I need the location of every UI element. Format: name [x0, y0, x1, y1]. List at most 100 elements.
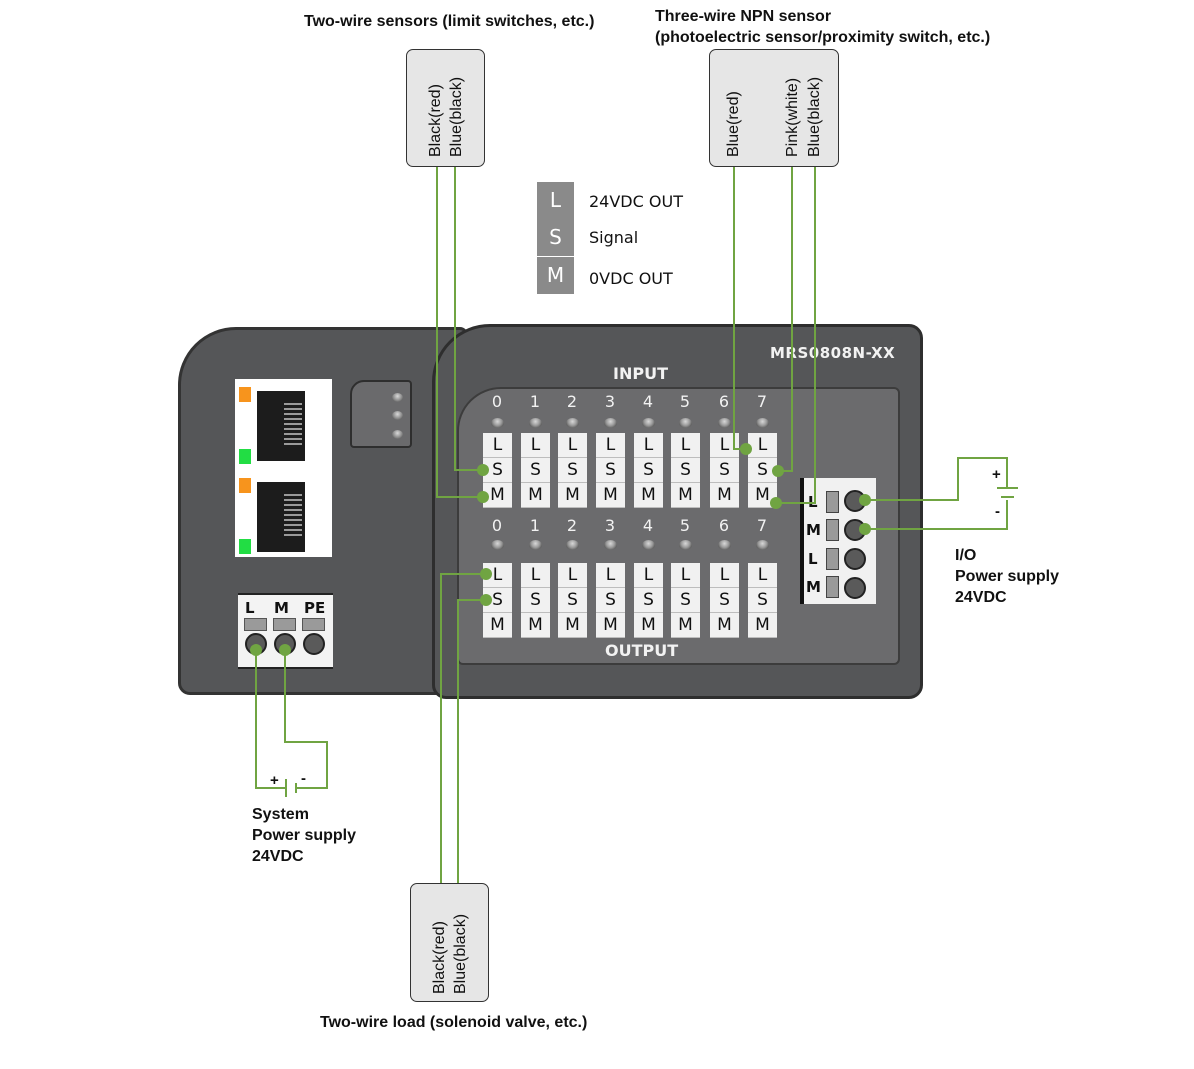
- input-channel-number: 6: [718, 392, 730, 411]
- io-power-minus-wire: [865, 500, 1008, 530]
- input-terminal-s-7[interactable]: S: [748, 458, 777, 483]
- input-terminal-s-4[interactable]: S: [634, 458, 663, 483]
- input-terminal-l-2[interactable]: L: [558, 433, 587, 458]
- output-terminal-s-4[interactable]: S: [634, 588, 663, 613]
- input-terminal-l-7[interactable]: L: [748, 433, 777, 458]
- output-terminal-m-2[interactable]: M: [558, 613, 587, 638]
- ethernet-port-2-icon[interactable]: [257, 482, 305, 552]
- system-power-line: System: [252, 806, 309, 823]
- output-terminal-s-3[interactable]: S: [596, 588, 625, 613]
- terminal-release-tab: [826, 548, 839, 570]
- input-terminal-m-5[interactable]: M: [671, 483, 700, 508]
- output-terminal-l-5[interactable]: L: [671, 563, 700, 588]
- output-terminal-s-2[interactable]: S: [558, 588, 587, 613]
- input-terminal-s-0[interactable]: S: [483, 458, 512, 483]
- input-terminal-l-4[interactable]: L: [634, 433, 663, 458]
- output-terminal-m-3[interactable]: M: [596, 613, 625, 638]
- terminal-screw-pe[interactable]: [303, 633, 325, 655]
- terminal-release-tab: [826, 491, 839, 513]
- output-channel-number: 1: [529, 516, 541, 535]
- connection-dot: [279, 644, 291, 656]
- output-terminal-m-0[interactable]: M: [483, 613, 512, 638]
- output-terminal-l-2[interactable]: L: [558, 563, 587, 588]
- terminal-release-tab: [826, 576, 839, 598]
- input-channel-led: [718, 418, 731, 428]
- input-terminal-l-3[interactable]: L: [596, 433, 625, 458]
- two-wire-load-box: Black(red) Blue(black): [410, 883, 489, 1002]
- output-channel-number: 3: [604, 516, 616, 535]
- legend-key-m: M: [537, 257, 574, 294]
- status-led: [392, 411, 403, 420]
- load-wire-blue: [457, 599, 486, 883]
- input-terminal-s-1[interactable]: S: [521, 458, 550, 483]
- input-terminal-l-5[interactable]: L: [671, 433, 700, 458]
- input-channel-number: 1: [529, 392, 541, 411]
- system-terminal-pe-label: PE: [304, 599, 326, 617]
- input-channel-number: 5: [679, 392, 691, 411]
- output-terminal-m-4[interactable]: M: [634, 613, 663, 638]
- system-power-line: 24VDC: [252, 848, 304, 865]
- output-terminal-s-5[interactable]: S: [671, 588, 700, 613]
- output-terminal-l-4[interactable]: L: [634, 563, 663, 588]
- system-terminal-m-label: M: [274, 599, 289, 617]
- output-terminal-s-7[interactable]: S: [748, 588, 777, 613]
- output-terminal-m-5[interactable]: M: [671, 613, 700, 638]
- output-channel-led: [642, 540, 655, 550]
- output-terminal-s-6[interactable]: S: [710, 588, 739, 613]
- connection-dot: [772, 465, 784, 477]
- input-terminal-m-4[interactable]: M: [634, 483, 663, 508]
- output-channel-number: 5: [679, 516, 691, 535]
- system-minus-sign: -: [301, 770, 306, 787]
- io-terminal-screw[interactable]: [844, 577, 866, 599]
- legend-key-s: S: [537, 219, 574, 256]
- output-channel-number: 4: [642, 516, 654, 535]
- eth1-activity-led: [239, 449, 251, 464]
- ethernet-port-1-icon[interactable]: [257, 391, 305, 461]
- output-channel-led: [604, 540, 617, 550]
- output-terminal-l-7[interactable]: L: [748, 563, 777, 588]
- io-terminal-label: L: [808, 550, 818, 568]
- system-power-plus-wire: [255, 650, 286, 789]
- connection-dot: [477, 464, 489, 476]
- output-terminal-m-6[interactable]: M: [710, 613, 739, 638]
- input-terminal-l-1[interactable]: L: [521, 433, 550, 458]
- output-channel-led: [718, 540, 731, 550]
- output-terminal-m-1[interactable]: M: [521, 613, 550, 638]
- input-channel-led: [642, 418, 655, 428]
- output-terminal-m-7[interactable]: M: [748, 613, 777, 638]
- io-terminal-screw[interactable]: [844, 548, 866, 570]
- load-wire-black: [440, 573, 486, 883]
- input-terminal-s-6[interactable]: S: [710, 458, 739, 483]
- input-terminal-m-2[interactable]: M: [558, 483, 587, 508]
- input-channel-led: [529, 418, 542, 428]
- output-terminal-l-6[interactable]: L: [710, 563, 739, 588]
- output-channel-led: [491, 540, 504, 550]
- input-channel-number: 3: [604, 392, 616, 411]
- output-terminal-s-1[interactable]: S: [521, 588, 550, 613]
- legend-text-s: Signal: [589, 228, 639, 247]
- sensor-wire-blue: [454, 167, 483, 471]
- output-terminal-l-3[interactable]: L: [596, 563, 625, 588]
- status-led-cluster: [350, 380, 412, 448]
- io-power-line: 24VDC: [955, 589, 1007, 606]
- input-terminal-s-2[interactable]: S: [558, 458, 587, 483]
- ethernet-port-block: [235, 379, 332, 557]
- legend-text-l: 24VDC OUT: [589, 192, 683, 211]
- input-terminal-m-3[interactable]: M: [596, 483, 625, 508]
- npn-wire-blue-red: [733, 167, 746, 450]
- connection-dot: [859, 523, 871, 535]
- input-channel-number: 0: [491, 392, 503, 411]
- input-terminal-s-3[interactable]: S: [596, 458, 625, 483]
- output-channel-number: 0: [491, 516, 503, 535]
- output-channel-number: 2: [566, 516, 578, 535]
- input-terminal-m-1[interactable]: M: [521, 483, 550, 508]
- system-plus-sign: +: [270, 772, 279, 789]
- input-terminal-s-5[interactable]: S: [671, 458, 700, 483]
- io-terminal-label: M: [806, 521, 821, 539]
- input-channel-number: 4: [642, 392, 654, 411]
- output-label: OUTPUT: [605, 641, 679, 660]
- output-terminal-l-1[interactable]: L: [521, 563, 550, 588]
- input-terminal-m-6[interactable]: M: [710, 483, 739, 508]
- eth2-activity-led: [239, 539, 251, 554]
- input-terminal-l-0[interactable]: L: [483, 433, 512, 458]
